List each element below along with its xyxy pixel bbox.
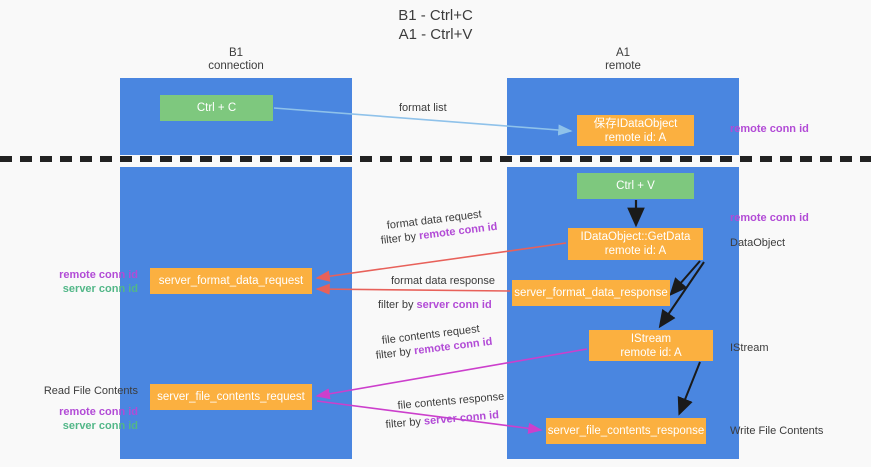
lane-a1-lower (507, 167, 739, 459)
annotation-remote-conn-id-top: remote conn id (730, 123, 809, 135)
annotation-server-conn-id: server conn id (62, 283, 138, 295)
annotation-remote-conn-id: remote conn id (59, 269, 138, 281)
node-ctrl-c[interactable]: Ctrl + C (160, 95, 273, 121)
node-save-idataobject[interactable]: 保存IDataObject remote id: A (577, 115, 694, 146)
annotation-conn-ids-mid: remote conn id server conn id (20, 268, 138, 296)
server-conn-id-text: server conn id (416, 299, 492, 311)
node-server-format-data-response[interactable]: server_format_data_response (512, 280, 670, 306)
edge-label-format-data-response-filter: filter by server conn id (378, 298, 492, 313)
server-conn-id-text: server conn id (423, 409, 500, 428)
annotation-remote-conn-id: remote conn id (59, 406, 138, 418)
section-divider (0, 156, 871, 162)
annotation-read-file-contents: Read File Contents (43, 385, 138, 397)
annotation-write-file-contents: Write File Contents (730, 425, 824, 437)
edge-label-format-list: format list (399, 102, 447, 114)
filter-by-text: filter by (378, 299, 417, 311)
node-istream[interactable]: IStream remote id: A (589, 330, 713, 361)
annotation-dataobject: DataObject (730, 237, 786, 249)
node-server-format-data-request[interactable]: server_format_data_request (150, 268, 312, 294)
node-server-file-contents-request[interactable]: server_file_contents_request (150, 384, 312, 410)
edge-label-format-data-response: format data response (391, 275, 495, 287)
filter-by-text: filter by (375, 345, 415, 362)
node-ctrl-v[interactable]: Ctrl + V (577, 173, 694, 199)
node-server-file-contents-response[interactable]: server_file_contents_response (546, 418, 706, 444)
node-idataobject-getdata[interactable]: IDataObject::GetData remote id: A (568, 228, 703, 260)
column-header-b1: B1 connection (208, 47, 264, 72)
filter-by-text: filter by (385, 415, 425, 431)
column-header-a1: A1 remote (605, 47, 641, 72)
lane-b1-lower (120, 167, 352, 459)
annotation-istream: IStream (730, 342, 769, 354)
annotation-remote-conn-id-mid: remote conn id (730, 212, 809, 224)
page-title: B1 - Ctrl+C A1 - Ctrl+V (398, 7, 473, 43)
annotation-read-file-contents-group: Read File Contents remote conn id server… (20, 384, 138, 433)
filter-by-text: filter by (380, 230, 420, 247)
annotation-server-conn-id: server conn id (62, 420, 138, 432)
